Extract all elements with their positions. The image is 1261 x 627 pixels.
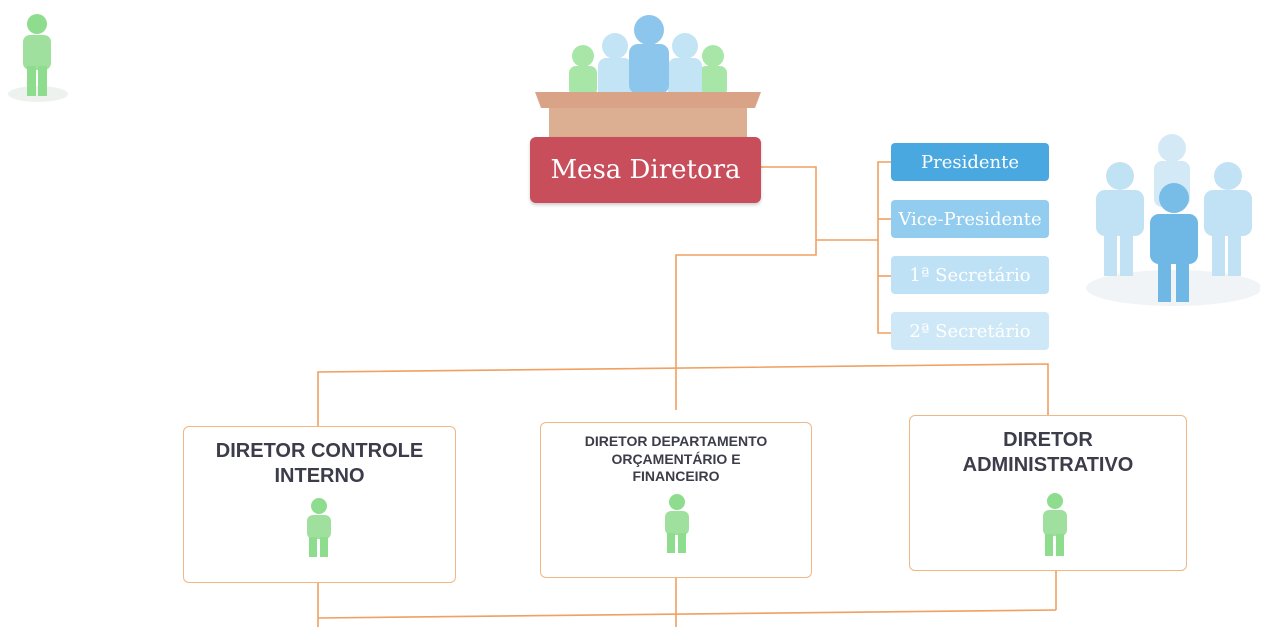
role-1-secretario: 1ª Secretário	[891, 256, 1049, 294]
role-presidente: Presidente	[891, 143, 1049, 181]
director-title: DIRETOR DEPARTAMENTO ORÇAMENTÁRIO E FINA…	[584, 433, 768, 484]
person-icon	[1043, 493, 1067, 556]
person-icon	[665, 494, 689, 553]
director-title: DIRETOR ADMINISTRATIVO	[962, 429, 1134, 476]
group-icon	[1086, 134, 1260, 306]
director-card-orcamentario-financeiro: DIRETOR DEPARTAMENTO ORÇAMENTÁRIO E FINA…	[540, 422, 812, 578]
person-icon	[8, 14, 68, 102]
director-card-administrativo: DIRETOR ADMINISTRATIVO	[909, 415, 1187, 571]
page-title: Mesa Diretora	[530, 137, 761, 203]
role-2-secretario: 2ª Secretário	[891, 312, 1049, 350]
podium-icon	[535, 15, 761, 140]
director-card-controle-interno: DIRETOR CONTROLE INTERNO	[183, 426, 456, 583]
person-icon	[307, 498, 331, 557]
director-title: DIRETOR CONTROLE INTERNO	[215, 440, 424, 487]
role-vice-presidente: Vice-Presidente	[891, 200, 1049, 238]
